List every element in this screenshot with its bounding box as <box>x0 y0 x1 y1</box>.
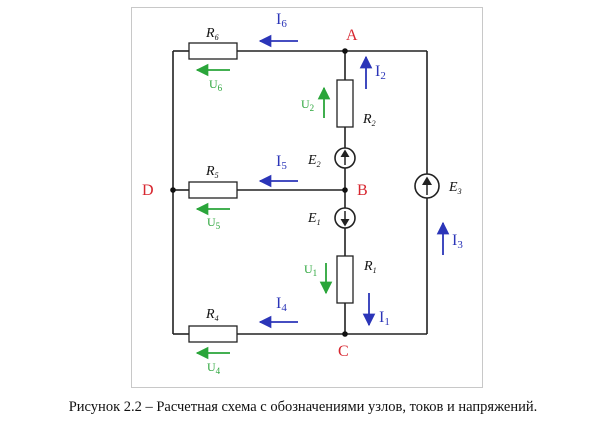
label-e2: E2 <box>307 153 321 169</box>
figure-caption: Рисунок 2.2 – Расчетная схема с обозначе… <box>68 399 538 415</box>
resistor-r5 <box>188 181 238 199</box>
label-u2: U2 <box>301 97 314 113</box>
label-r5: R5 <box>205 164 219 180</box>
resistor-r1 <box>336 255 354 304</box>
resistor-r6 <box>188 42 238 60</box>
source-e3 <box>414 173 440 199</box>
resistor-r4 <box>188 325 238 343</box>
label-u1: U1 <box>304 262 317 278</box>
label-u4: U4 <box>207 360 221 376</box>
label-i5: I5 <box>276 153 287 172</box>
junction-c <box>342 331 348 337</box>
label-u6: U6 <box>209 77 223 93</box>
source-e2 <box>334 147 356 169</box>
label-e1: E1 <box>307 211 321 227</box>
node-label-a: A <box>346 27 358 44</box>
node-label-c: C <box>338 343 349 360</box>
label-r2: R2 <box>362 112 376 128</box>
label-i6: I6 <box>276 11 287 30</box>
label-r4: R4 <box>205 307 219 323</box>
junction-a <box>342 48 348 54</box>
resistor-r2 <box>336 79 354 128</box>
circuit-diagram: A B C D R6 R5 R4 R2 R1 E2 E1 E3 I6 I5 I4… <box>142 11 463 376</box>
junction-b <box>342 187 348 193</box>
label-i1: I1 <box>379 309 390 328</box>
label-r6: R6 <box>205 26 219 42</box>
node-label-b: B <box>357 182 368 199</box>
figure-frame <box>131 7 483 388</box>
label-i4: I4 <box>276 295 287 314</box>
label-r1: R1 <box>363 259 377 275</box>
label-u5: U5 <box>207 215 221 231</box>
source-e1 <box>334 207 356 229</box>
junction-d <box>170 187 176 193</box>
node-label-d: D <box>142 182 154 199</box>
label-e3: E3 <box>448 180 462 196</box>
label-i2: I2 <box>375 63 386 82</box>
label-i3: I3 <box>452 232 463 251</box>
